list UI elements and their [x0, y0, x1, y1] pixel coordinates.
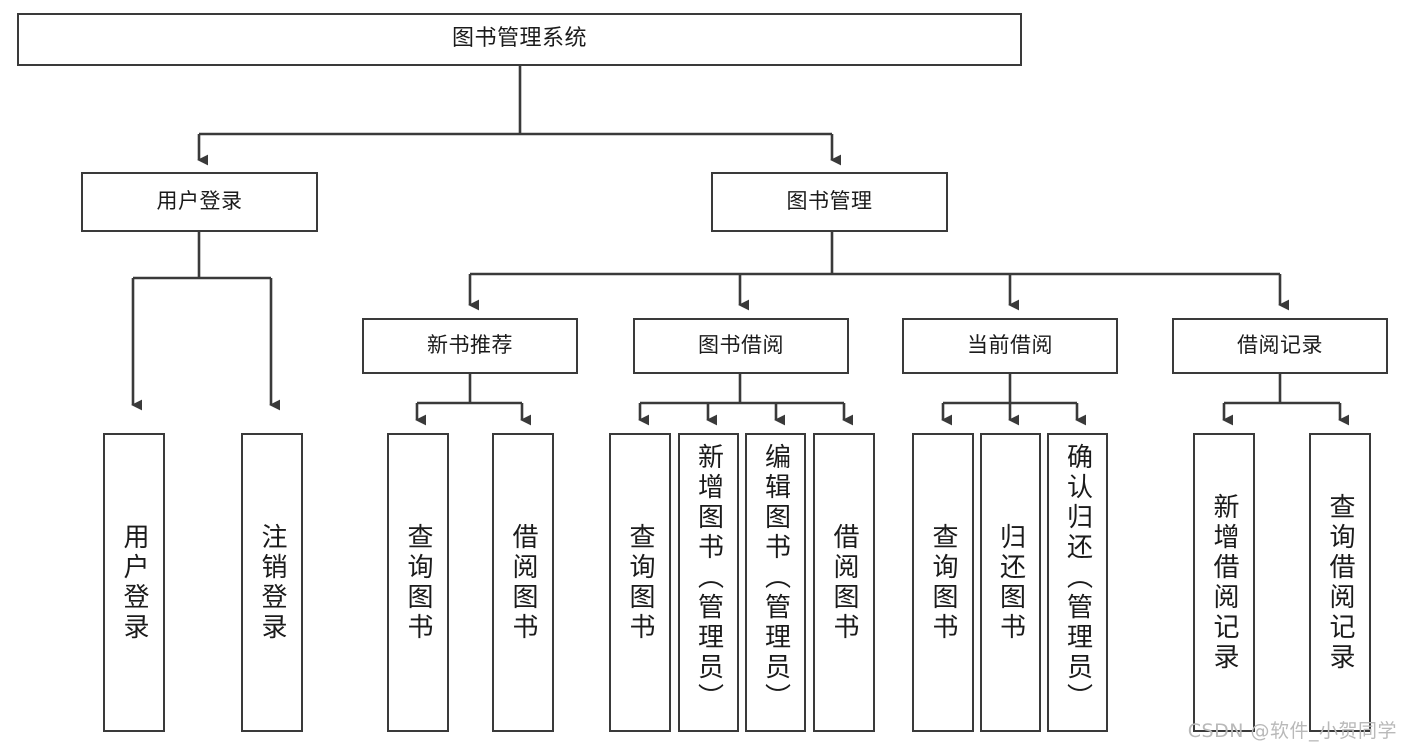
node-leaf-confirm-return-label: 确认归还（管理员） — [1062, 443, 1093, 713]
node-book-manage-label: 图书管理 — [786, 189, 873, 214]
node-leaf-add-book-label: 新增图书（管理员） — [693, 443, 724, 713]
node-leaf-add-record[interactable]: 新增借阅记录 — [1193, 433, 1255, 732]
node-book-borrow[interactable]: 图书借阅 — [633, 318, 849, 374]
watermark-text: CSDN @软件_小贺同学 — [1187, 720, 1397, 742]
node-leaf-user-login[interactable]: 用户登录 — [103, 433, 165, 732]
node-new-book-rec-label: 新书推荐 — [427, 333, 513, 358]
node-current-borrow-label: 当前借阅 — [967, 333, 1053, 358]
node-borrow-record-label: 借阅记录 — [1237, 333, 1323, 358]
node-leaf-return-book[interactable]: 归还图书 — [980, 433, 1041, 732]
node-user-login-label: 用户登录 — [156, 189, 243, 214]
node-current-borrow[interactable]: 当前借阅 — [902, 318, 1118, 374]
node-leaf-query-book-3[interactable]: 查询图书 — [912, 433, 974, 732]
node-root[interactable]: 图书管理系统 — [17, 13, 1022, 66]
node-leaf-add-record-label: 新增借阅记录 — [1209, 492, 1239, 673]
node-leaf-edit-book[interactable]: 编辑图书（管理员） — [745, 433, 806, 732]
node-leaf-confirm-return[interactable]: 确认归还（管理员） — [1047, 433, 1108, 732]
node-borrow-record[interactable]: 借阅记录 — [1172, 318, 1388, 374]
node-leaf-user-login-label: 用户登录 — [119, 522, 149, 643]
node-leaf-query-record-label: 查询借阅记录 — [1325, 492, 1355, 673]
node-leaf-borrow-book-2-label: 借阅图书 — [829, 522, 859, 643]
node-leaf-borrow-book-1[interactable]: 借阅图书 — [492, 433, 554, 732]
node-root-label: 图书管理系统 — [451, 26, 587, 52]
node-leaf-user-logout-label: 注销登录 — [257, 522, 287, 643]
node-leaf-query-book-1-label: 查询图书 — [403, 522, 433, 643]
node-book-manage[interactable]: 图书管理 — [711, 172, 948, 232]
node-leaf-query-book-2[interactable]: 查询图书 — [609, 433, 671, 732]
node-leaf-borrow-book-1-label: 借阅图书 — [508, 522, 538, 643]
node-leaf-add-book[interactable]: 新增图书（管理员） — [678, 433, 739, 732]
node-leaf-query-book-1[interactable]: 查询图书 — [387, 433, 449, 732]
node-leaf-borrow-book-2[interactable]: 借阅图书 — [813, 433, 875, 732]
node-user-login[interactable]: 用户登录 — [81, 172, 318, 232]
node-leaf-return-book-label: 归还图书 — [995, 522, 1026, 643]
node-leaf-query-book-3-label: 查询图书 — [928, 522, 958, 643]
node-book-borrow-label: 图书借阅 — [698, 333, 784, 358]
node-leaf-query-record[interactable]: 查询借阅记录 — [1309, 433, 1371, 732]
node-leaf-user-logout[interactable]: 注销登录 — [241, 433, 303, 732]
node-leaf-edit-book-label: 编辑图书（管理员） — [760, 443, 791, 713]
node-leaf-query-book-2-label: 查询图书 — [625, 522, 655, 643]
node-new-book-rec[interactable]: 新书推荐 — [362, 318, 578, 374]
